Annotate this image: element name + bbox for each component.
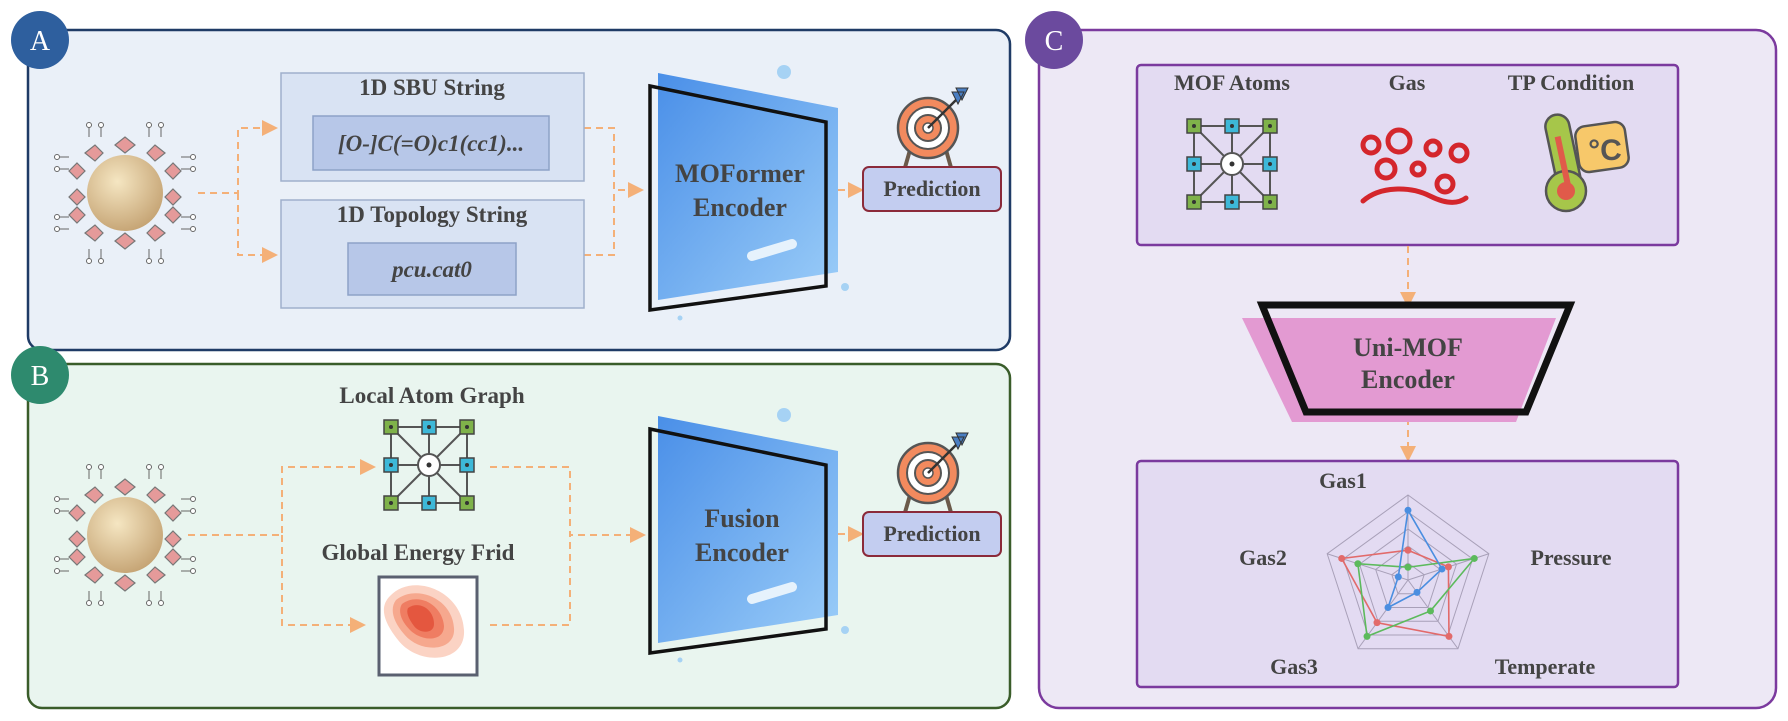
panel-a: A 1D SBU String [O-]C(=O)c1(cc1)... 1D T… [11,11,1012,352]
radar-ring [1391,562,1425,595]
radar-axis-label-temperate: Temperate [1495,654,1596,679]
radar-point [1373,619,1381,627]
radar-point [1445,632,1453,640]
topology-string-title: 1D Topology String [337,202,528,227]
thermometer-unit: °C [1588,134,1622,167]
radar-point [1444,563,1452,571]
panel-b-badge: B [11,346,69,404]
input-label-gas: Gas [1389,70,1426,95]
radar-axis-label-gas3: Gas3 [1270,654,1318,679]
radar-series-line [1386,507,1443,610]
energy-grid-title: Global Energy Frid [322,540,515,565]
radar-point [1404,546,1412,554]
radar-box: Gas1 Pressure Temperate Gas3 Gas2 [1135,459,1680,689]
topology-string-value: pcu.cat0 [390,257,472,282]
moformer-encoder: MOFormer Encoder [648,65,849,321]
prediction-box-b: Prediction [862,511,1002,557]
radar-axis-label-gas2: Gas2 [1239,545,1287,570]
radar-axis-label-pressure: Pressure [1530,545,1611,570]
atom-graph-title: Local Atom Graph [339,383,524,408]
radar-point [1426,607,1434,615]
panel-a-arrows [198,120,864,263]
panel-b-arrows [188,459,864,633]
uni-mof-encoder: Uni-MOF Encoder [1242,301,1576,422]
radar-point [1438,565,1446,573]
moformer-encoder-line2: Encoder [693,193,787,222]
radar-ring [1342,511,1474,636]
prediction-box-a: Prediction [862,166,1002,212]
energy-grid-heatmap [377,575,479,677]
radar-series-line [1340,549,1450,638]
fusion-encoder-line2: Encoder [695,538,789,567]
panel-b: B Local Atom Graph Global Energy Frid [11,346,1012,710]
radar-point [1363,632,1371,640]
uni-mof-encoder-line1: Uni-MOF [1353,333,1463,362]
radar-series-line [1356,557,1477,638]
panel-c: C MOF Atoms Gas TP Condition °C [1025,11,1778,710]
panel-b-badge-label: B [31,361,50,392]
radar-point [1404,506,1412,514]
prediction-label-a: Prediction [883,176,980,201]
prediction-label-b: Prediction [883,521,980,546]
input-label-tp-condition: TP Condition [1508,70,1635,95]
radar-point [1338,554,1346,562]
gas-icon [1360,127,1470,205]
sbu-string-value-box [312,115,550,171]
sbu-string-box: 1D SBU String [O-]C(=O)c1(cc1)... [280,72,585,182]
moformer-encoder-line1: MOFormer [675,159,805,188]
radar-point [1354,560,1362,568]
radar-axis-label-gas1: Gas1 [1319,468,1367,493]
inputs-box: MOF Atoms Gas TP Condition °C [1135,63,1680,247]
topology-string-box: 1D Topology String pcu.cat0 [280,199,585,309]
mof-atoms-icon [1186,118,1278,210]
fusion-encoder: Fusion Encoder [648,408,849,663]
atom-graph-icon [383,419,475,511]
panel-c-badge-label: C [1045,26,1064,57]
fusion-encoder-line1: Fusion [704,504,780,533]
radar-point [1470,554,1478,562]
radar-series [1338,506,1478,640]
thermometer-icon: °C [1544,113,1630,213]
radar-point [1404,563,1412,571]
input-label-mof-atoms: MOF Atoms [1174,70,1290,95]
sbu-string-value: [O-]C(=O)c1(cc1)... [338,131,524,156]
panel-c-badge: C [1025,11,1083,69]
radar-point [1394,573,1402,581]
panel-a-badge-label: A [30,26,51,57]
radar-point [1413,588,1421,596]
uni-mof-encoder-line2: Encoder [1361,365,1455,394]
panel-a-badge: A [11,11,69,69]
radar-ring [1358,528,1458,622]
sbu-string-title: 1D SBU String [359,75,505,100]
topology-string-value-box [347,242,517,296]
radar-ring [1326,494,1490,650]
radar-point [1384,604,1392,612]
